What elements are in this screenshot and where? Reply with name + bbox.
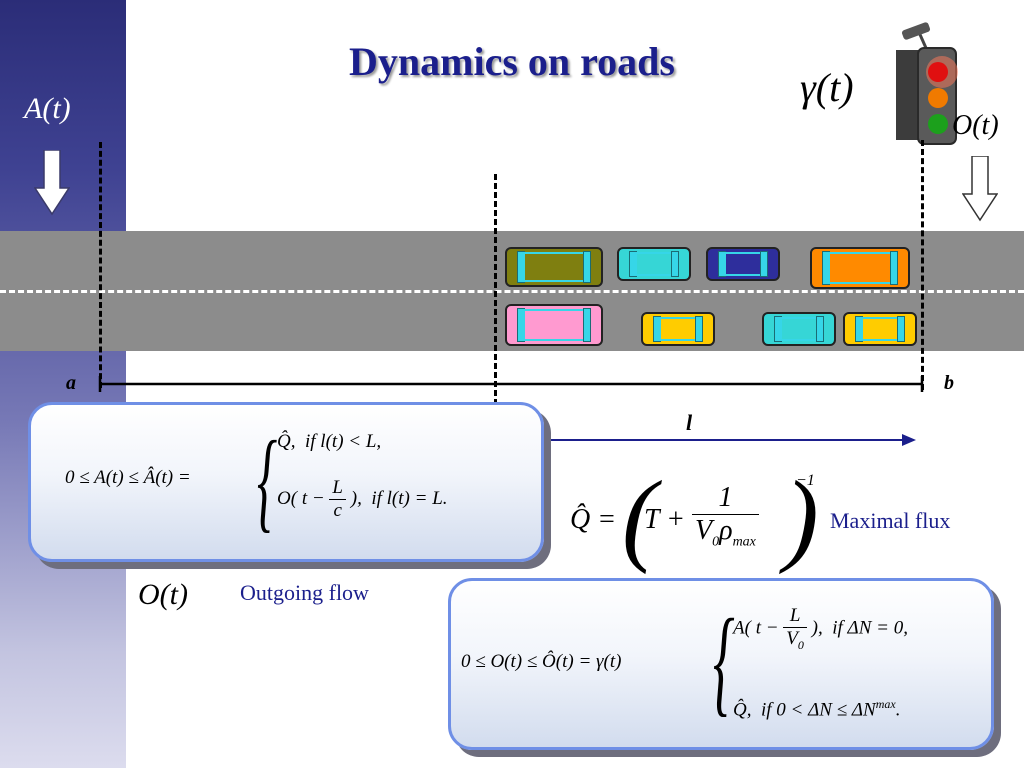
car [810, 247, 910, 289]
point-a-label: a [66, 372, 76, 394]
traffic-light-icon [896, 22, 958, 145]
length-label: l [686, 410, 693, 435]
boundary-middle [494, 174, 497, 414]
car [505, 247, 603, 287]
car [762, 312, 836, 346]
car [843, 312, 917, 346]
car [617, 247, 691, 281]
down-arrow-icon [34, 150, 70, 216]
slide-title: Dynamics on roads [349, 39, 675, 84]
boundary-a [99, 142, 102, 388]
arrival-formula-panel: 0 ≤ A(t) ≤ Â(t) = { Q̂, if l(t) < L, O( … [28, 402, 544, 562]
car [505, 304, 603, 346]
down-arrow-icon [962, 156, 998, 222]
arrival-label: A(t) [24, 92, 71, 125]
right-arrow-icon [500, 434, 916, 446]
maximal-flux-caption: Maximal flux [830, 508, 951, 533]
outgoing-symbol: O(t) [138, 578, 188, 611]
point-b-label: b [944, 372, 954, 394]
segment-a-b [98, 376, 924, 392]
outgoing-caption: Outgoing flow [240, 580, 369, 605]
outflow-label: O(t) [952, 110, 999, 141]
car [641, 312, 715, 346]
car [706, 247, 780, 281]
gamma-label: γ(t) [800, 65, 854, 110]
boundary-b [921, 140, 924, 390]
lane-divider [0, 290, 1024, 293]
